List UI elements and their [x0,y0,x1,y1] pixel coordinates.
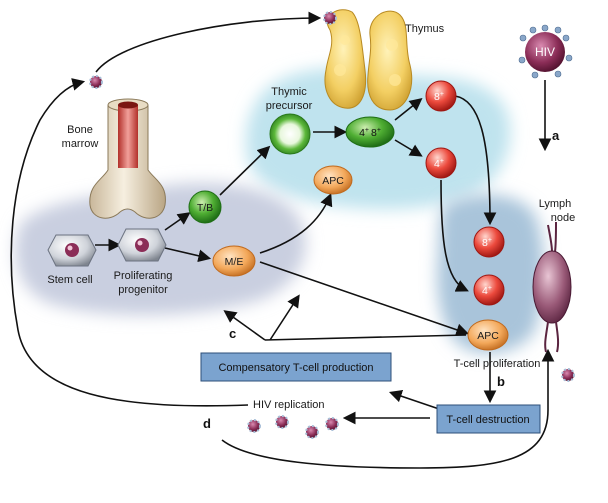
cd8-value: 8 [371,127,377,139]
marrow-label: marrow [62,138,99,150]
hiv-virion [518,24,573,79]
thymus-organ [324,9,413,111]
apc-lymph-label: APC [477,330,499,342]
t-cell-proliferation-label: T-cell proliferation [454,358,541,370]
me-cell [212,245,256,277]
cd4-thymus-label: 4+ [434,158,444,170]
compensatory-box [200,352,392,382]
proliferating-label: Proliferating [114,270,173,282]
stem-cell [47,234,97,267]
cd4-thymus-cell [425,147,457,179]
destruction-label: T-cell destruction [446,414,529,426]
stem-cell-label: Stem cell [47,274,92,286]
cd4-cd8-label: 4+8+ [359,127,381,139]
compensatory-label: Compensatory T-cell production [218,362,373,374]
cd8-lymph-plus: + [488,237,492,244]
cd4-lymph-cell [473,274,505,306]
apc-lymph-cell [467,319,509,351]
thymus-label: Thymus [405,23,445,35]
cd4-value: 4 [359,127,365,139]
progenitor-label: progenitor [118,284,168,296]
letter-b: b [497,374,505,389]
cd8-lymph-value: 8 [482,237,488,249]
bone-label: Bone [67,124,93,136]
cd4-thymus-plus: + [440,158,444,165]
cd8-thymus-value: 8 [434,91,440,103]
precursor-label: precursor [266,100,313,112]
tb-label: T/B [197,202,213,214]
hiv-replication-label: HIV replication [253,399,325,411]
thymic-precursor-cell [269,113,311,155]
pathway-arrows [10,11,555,469]
cd4-lymph-value: 4 [482,285,488,297]
cd8-plus: + [377,127,381,134]
cd4-cd8-cell [345,116,395,148]
apc-thymus-label: APC [322,175,344,187]
cd4-thymus-value: 4 [434,158,440,170]
lymph-label: Lymph [539,198,572,210]
node-label: node [551,212,575,224]
destruction-box [436,404,541,434]
cd8-thymus-cell [425,80,457,112]
proliferating-progenitor [117,228,167,262]
cd8-thymus-label: 8+ [434,91,444,103]
letter-d: d [203,416,211,431]
tb-cell [188,190,222,224]
cd4-plus: + [365,127,369,134]
cd4-lymph-label: 4+ [482,285,492,297]
cd4-lymph-plus: + [488,285,492,292]
cd8-lymph-label: 8+ [482,237,492,249]
letter-a: a [552,128,560,143]
virion-small [89,11,575,439]
hiv-label: HIV [535,45,555,59]
me-label: M/E [225,256,244,268]
letter-c: c [229,326,236,341]
cd8-thymus-plus: + [440,91,444,98]
thymic-label: Thymic [271,86,307,98]
lymph-node [532,221,572,353]
cd8-lymph-cell [473,226,505,258]
apc-thymus-cell [313,165,353,195]
lymph-region [437,194,544,354]
bone-icon [89,98,166,219]
